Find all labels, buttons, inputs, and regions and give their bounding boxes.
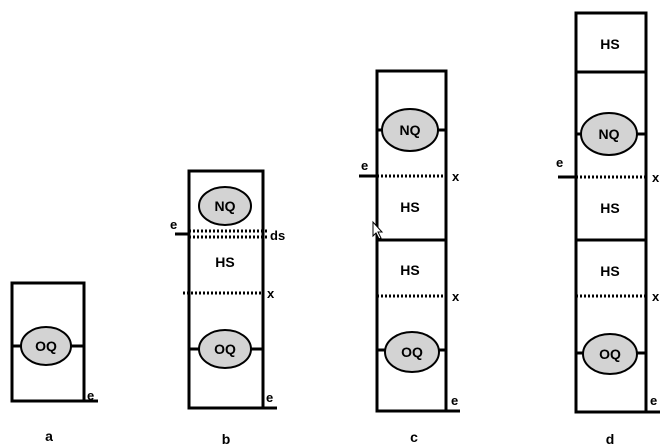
e-label: e xyxy=(266,390,273,405)
e-label: e xyxy=(556,155,563,170)
x-label: x xyxy=(452,169,460,184)
panel-label-b: b xyxy=(222,431,231,447)
e-label: e xyxy=(451,393,458,408)
e-label: e xyxy=(87,388,94,403)
oq-ellipse xyxy=(20,326,72,366)
x-label: x xyxy=(452,289,460,304)
nq-label: NQ xyxy=(400,122,421,138)
panel-a: OQ e a xyxy=(10,281,98,444)
nq-ellipse xyxy=(381,108,439,152)
hs-label: HS xyxy=(600,200,619,216)
panel-b: NQ e ds HS x OQ e b xyxy=(170,169,285,447)
panel-d: HS NQ e x HS HS x OQ e d xyxy=(556,11,660,447)
hs-label: HS xyxy=(400,199,419,215)
oq-ellipse xyxy=(384,331,440,373)
hs-label: HS xyxy=(215,254,234,270)
panel-label-a: a xyxy=(45,428,53,444)
nq-ellipse xyxy=(580,112,638,156)
ds-label: ds xyxy=(270,228,285,243)
oq-label: OQ xyxy=(214,341,236,357)
oq-ellipse xyxy=(198,329,252,369)
oq-label: OQ xyxy=(401,344,423,360)
oq-label: OQ xyxy=(599,346,621,362)
cell-outline xyxy=(10,281,86,403)
cell-outline xyxy=(574,11,648,414)
panel-label-c: c xyxy=(410,429,418,445)
panel-label-d: d xyxy=(606,431,615,447)
e-label: e xyxy=(170,217,177,232)
oq-ellipse xyxy=(582,333,638,375)
nq-label: NQ xyxy=(599,126,620,142)
e-label: e xyxy=(650,393,657,408)
x-label: x xyxy=(267,286,275,301)
nq-ellipse xyxy=(198,186,252,226)
x-label: x xyxy=(652,170,660,185)
cell-outline xyxy=(187,169,265,410)
hs-label: HS xyxy=(600,36,619,52)
panel-c: NQ e x HS HS x OQ e c xyxy=(359,69,460,445)
hs-label: HS xyxy=(600,263,619,279)
hs-label: HS xyxy=(400,262,419,278)
cursor-icon xyxy=(372,220,384,240)
e-label: e xyxy=(361,158,368,173)
x-label: x xyxy=(652,289,660,304)
oq-label: OQ xyxy=(35,338,57,354)
nq-label: NQ xyxy=(215,198,236,214)
